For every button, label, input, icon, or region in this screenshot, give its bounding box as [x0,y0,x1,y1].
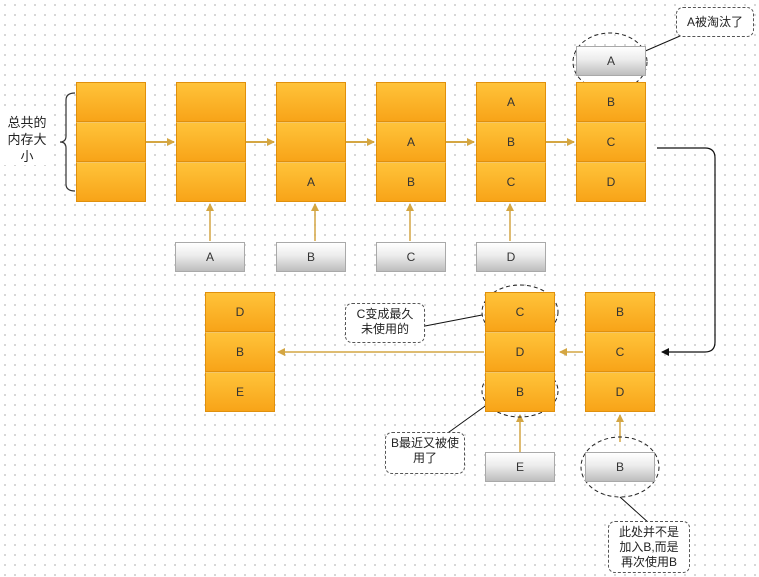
memory-slot: C [576,122,646,162]
callout-line-b-reuse [619,496,651,525]
input-block-a: A [175,242,245,272]
input-block-b-reuse: B [585,452,655,482]
memory-slot [376,82,446,122]
b-reuse-note: 此处并不是加入B,而是再次使用B [608,521,690,573]
memory-column-step-8: C D B [485,292,555,412]
eviction-note: A被淘汰了 [676,7,754,37]
input-block-e: E [485,452,555,482]
memory-slot: D [576,162,646,202]
memory-slot [276,82,346,122]
b-reuse-ellipse [580,436,660,498]
input-block-d: D [476,242,546,272]
memory-column-step-7: B C D [585,292,655,412]
memory-column-step-1 [76,82,146,202]
b-recent-ellipse [481,364,559,418]
memory-column-step-6: B C D [576,82,646,202]
memory-slot [76,82,146,122]
memory-slot: B [576,82,646,122]
memory-slot: A [276,162,346,202]
memory-slot [176,122,246,162]
memory-slot: B [205,332,275,372]
memory-slot: A [476,82,546,122]
memory-slot: C [485,292,555,332]
memory-column-step-3: A [276,82,346,202]
memory-slot: C [585,332,655,372]
memory-slot [76,122,146,162]
memory-brace [59,92,76,192]
memory-slot: E [205,372,275,412]
memory-column-step-9: D B E [205,292,275,412]
memory-column-step-5: A B C [476,82,546,202]
memory-column-step-4: A B [376,82,446,202]
evicted-block-a: A [576,46,646,76]
memory-slot: D [585,372,655,412]
input-block-b: B [276,242,346,272]
callout-line-c [424,314,483,327]
memory-column-step-2 [176,82,246,202]
memory-slot [276,122,346,162]
memory-slot: A [376,122,446,162]
input-block-c: C [376,242,446,272]
memory-slot [76,162,146,202]
memory-slot: B [476,122,546,162]
memory-slot: C [476,162,546,202]
memory-slot [176,82,246,122]
memory-slot: D [485,332,555,372]
memory-slot: B [485,372,555,412]
callout-line-eviction [642,35,681,53]
wrap-connector [657,147,716,356]
memory-slot: B [376,162,446,202]
b-recent-note: B最近又被使用了 [385,432,465,474]
memory-slot: B [585,292,655,332]
memory-size-label: 总共的内存大小 [2,114,52,165]
c-lru-note: C变成最久未使用的 [345,303,425,343]
memory-slot: D [205,292,275,332]
memory-slot [176,162,246,202]
